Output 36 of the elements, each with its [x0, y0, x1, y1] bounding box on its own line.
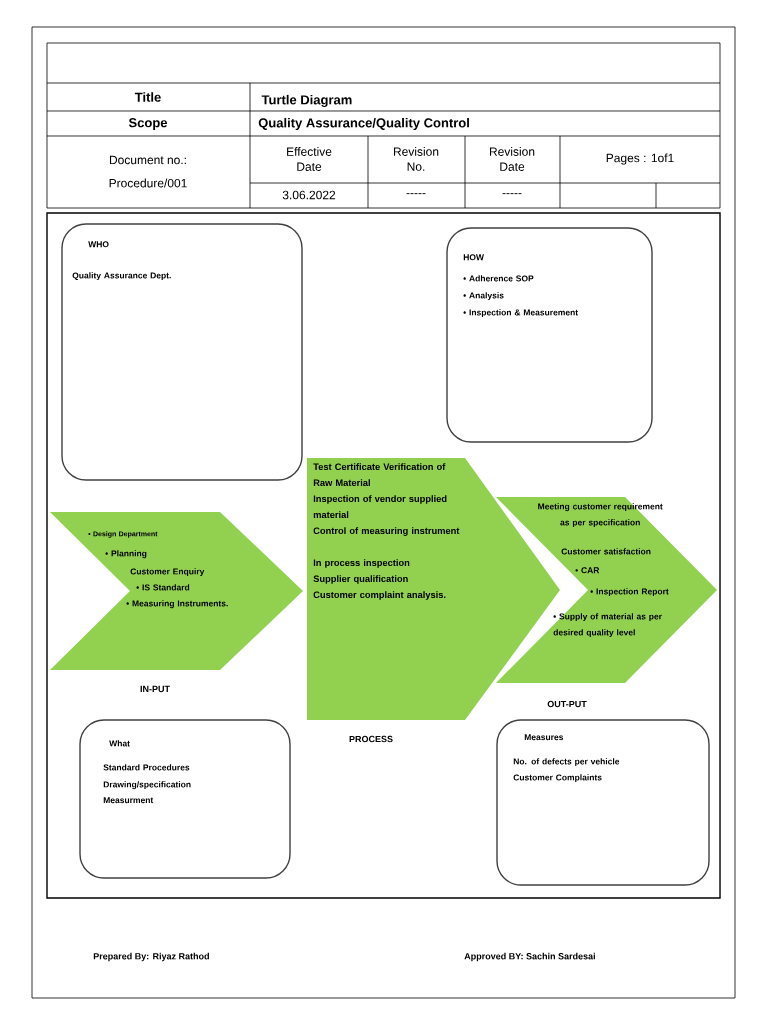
table-text: Title — [134, 92, 161, 102]
node-label: Customer complaint analysis. — [313, 591, 446, 600]
table-text: ----- — [502, 193, 522, 195]
table-text: Quality Assurance/Quality Control — [258, 117, 469, 131]
rounded-box: What Standard Procedures Drawing/specification Measurment — [79, 719, 291, 879]
node-label: Customer Enquiry — [130, 568, 205, 577]
node-label: Supplier qualification — [313, 575, 408, 584]
table-text: Pages : 1of1 — [606, 153, 674, 165]
table-text: Scope — [128, 118, 168, 130]
node-label: • Planning — [105, 550, 147, 559]
table-text: ----- — [406, 193, 426, 195]
table-text: Revision Date — [490, 147, 535, 171]
table-text: Procedure/001 — [109, 178, 187, 188]
node-label: • CAR — [575, 567, 600, 574]
stage-label: IN-PUT — [140, 685, 170, 693]
node-label: In process inspection — [313, 559, 410, 568]
table-text: 3.06.2022 — [282, 190, 336, 200]
table-text: Turtle Diagram — [261, 94, 352, 108]
node-label: • Measuring Instruments. — [126, 600, 228, 609]
rounded-box: HOW • Adherence SOP • Analysis • Inspection & Measurement — [446, 227, 653, 443]
table-text: Document no.: — [109, 155, 186, 165]
node-label: Customer satisfaction — [561, 548, 651, 555]
node-label: Test Certificate Verification of Raw Material — [313, 463, 446, 487]
node-label: • IS Standard — [136, 584, 190, 591]
signature-text: Prepared By: Riyaz Rathod — [93, 952, 209, 962]
node-label: Control of measuring instrument — [313, 527, 460, 536]
rounded-box: Measures No. of defects per vehicle Customer Complaints — [496, 719, 710, 886]
node-label: Inspection of vendor supplied material — [313, 495, 447, 519]
table-text: Revision No. — [394, 147, 439, 171]
rounded-box: WHO Quality Assurance Dept. — [61, 223, 303, 481]
stage-label: OUT-PUT — [547, 700, 587, 708]
stage-label: PROCESS — [349, 735, 393, 743]
node-label: • Inspection Report — [590, 588, 669, 597]
signature-text: Approved BY: Sachin Sardesai — [464, 952, 595, 962]
table-text: Effective Date — [287, 147, 332, 171]
node-label: • Supply of material as per desired quality level — [553, 613, 662, 638]
